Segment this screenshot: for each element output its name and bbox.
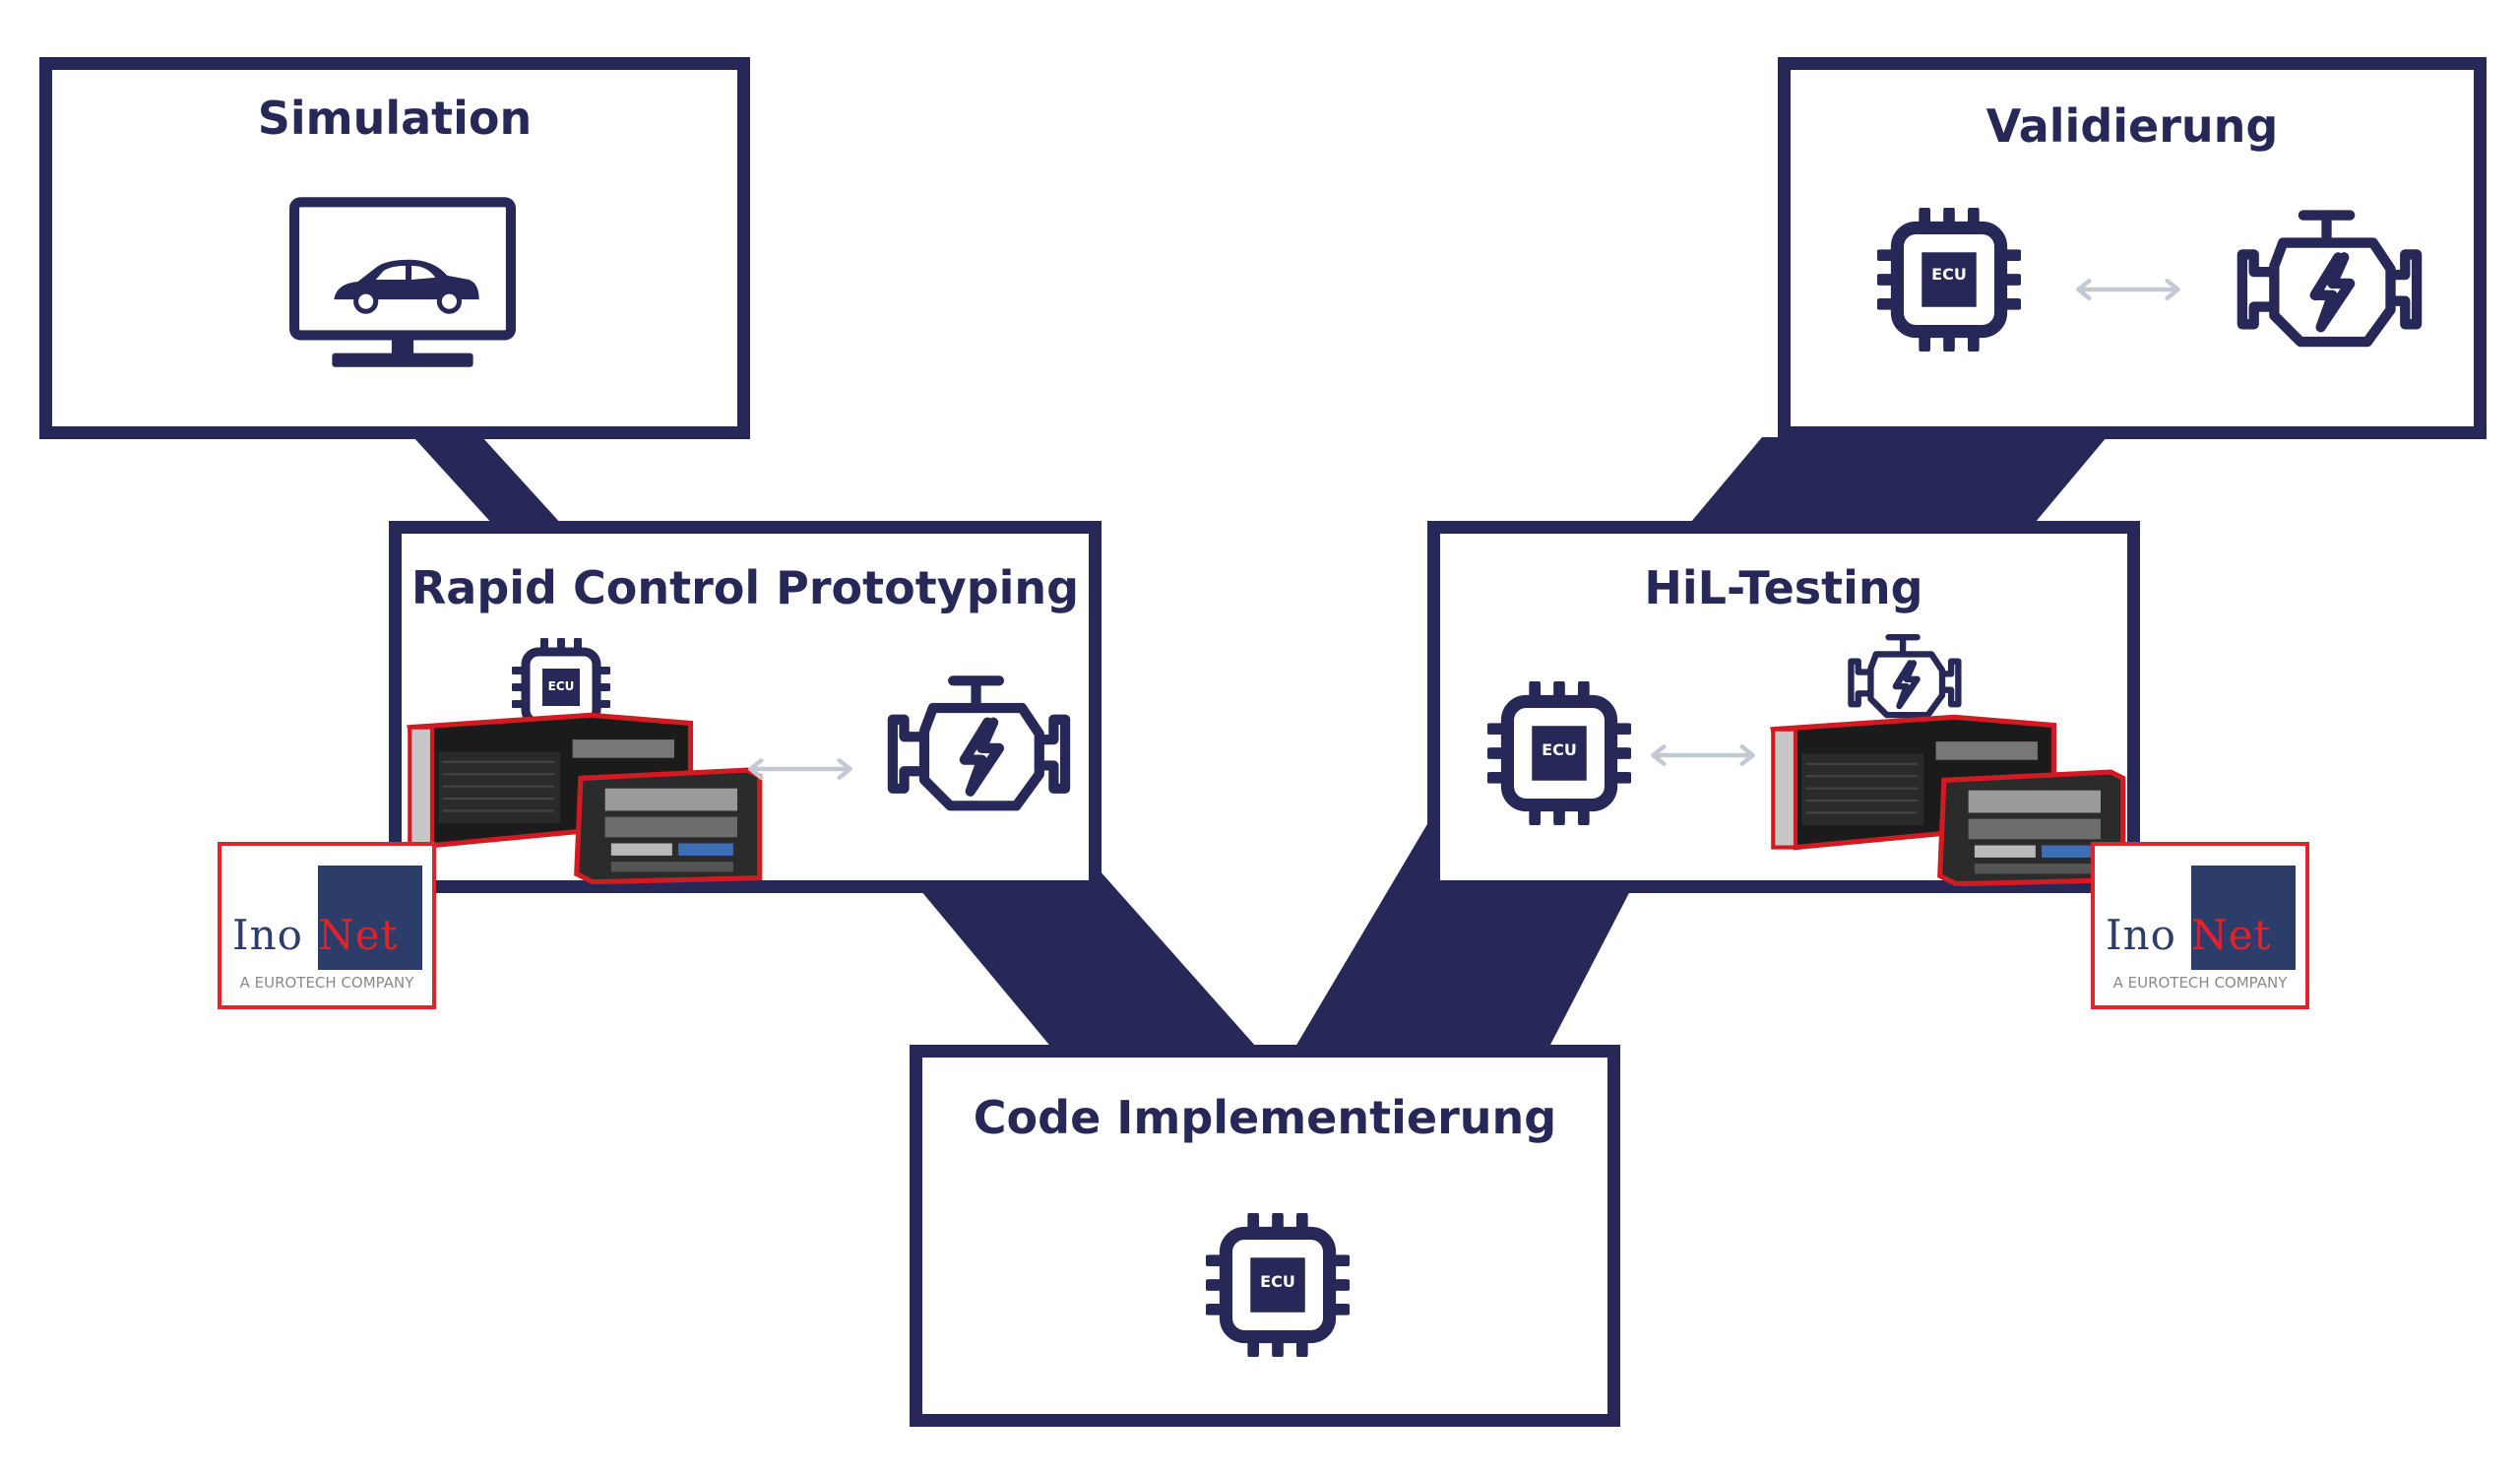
ecu-chip-label: ECU — [1260, 1272, 1295, 1291]
hil-title: HiL-Testing — [1644, 561, 1923, 614]
double-arrow-icon — [746, 758, 854, 780]
rcp-box: Rapid Control Prototyping ECU — [389, 521, 1102, 893]
logo-name-part2: Net — [2191, 911, 2272, 959]
ecu-chip-label: ECU — [1542, 740, 1577, 759]
logo-tagline: A EUROTECH COMPANY — [239, 974, 414, 992]
engine-icon — [884, 674, 1071, 817]
double-arrow-icon — [1649, 744, 1757, 766]
logo-name-part1: Ino — [232, 911, 303, 959]
logo-square — [318, 866, 422, 970]
validierung-box: Validierung ECU — [1778, 57, 2487, 439]
inonet-logo: Ino Net A EUROTECH COMPANY — [218, 842, 436, 1009]
ecu-chip-label: ECU — [547, 679, 575, 693]
industrial-pc-image — [1765, 713, 2131, 886]
validierung-title: Validierung — [1985, 99, 2279, 153]
engine-icon — [2234, 208, 2423, 353]
inonet-logo: Ino Net A EUROTECH COMPANY — [2091, 842, 2309, 1009]
industrial-pc-image — [402, 711, 768, 884]
logo-square — [2191, 866, 2296, 970]
double-arrow-icon — [2074, 279, 2182, 300]
logo-name-part1: Ino — [2106, 911, 2176, 959]
ecu-chip-label: ECU — [1931, 265, 1967, 284]
hil-box: HiL-Testing ECU — [1427, 521, 2140, 893]
code-box: Code Implementierung ECU — [910, 1045, 1620, 1427]
simulation-title: Simulation — [257, 92, 533, 145]
simulation-box: Simulation — [39, 57, 750, 439]
rcp-title: Rapid Control Prototyping — [410, 561, 1080, 614]
logo-tagline: A EUROTECH COMPANY — [2112, 974, 2288, 992]
engine-icon — [1846, 632, 1962, 723]
code-title: Code Implementierung — [973, 1091, 1557, 1144]
logo-name-part2: Net — [318, 911, 399, 959]
monitor-car-icon — [288, 196, 517, 375]
